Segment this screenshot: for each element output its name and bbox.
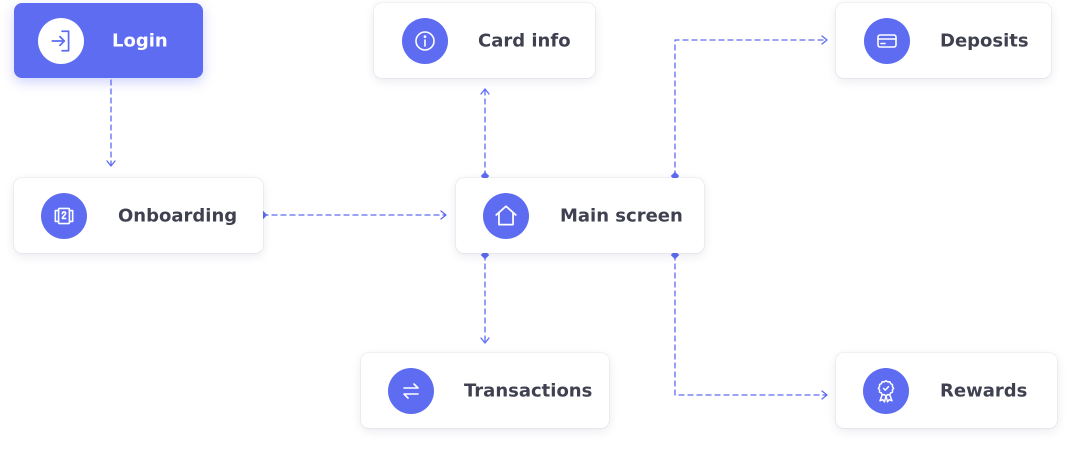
transactions-label: Transactions [464,380,593,401]
deposits-node[interactable]: Deposits [836,3,1051,78]
transfer-arrows-icon [388,367,434,414]
edge-main-screen-deposits [674,39,827,177]
arrowhead-card-info [480,88,490,95]
rewards-node[interactable]: Rewards [836,353,1057,428]
transactions-node[interactable]: Transactions [361,353,609,428]
award-badge-icon [863,367,909,414]
arrowhead-deposits [821,35,828,45]
main-screen-label: Main screen [560,205,683,226]
login-node[interactable]: Login [14,3,203,78]
onboarding-node[interactable]: Onboarding [14,178,263,253]
deposits-label: Deposits [940,30,1029,51]
login-icon [38,17,84,64]
arrowhead-onboarding [106,160,116,167]
credit-card-icon [864,17,910,64]
edge-main-screen-rewards [674,254,827,396]
home-icon [483,192,529,239]
info-icon [402,17,448,64]
onboarding-pages-icon [41,192,87,239]
login-label: Login [112,30,168,51]
rewards-label: Rewards [940,380,1028,401]
main-screen-node[interactable]: Main screen [456,178,704,253]
arrowhead-transactions [480,337,490,344]
card-info-node[interactable]: Card info [374,3,595,78]
card-info-label: Card info [478,30,571,51]
arrowhead-rewards [821,390,828,400]
arrowhead-main-screen [440,210,447,220]
onboarding-label: Onboarding [118,205,238,226]
